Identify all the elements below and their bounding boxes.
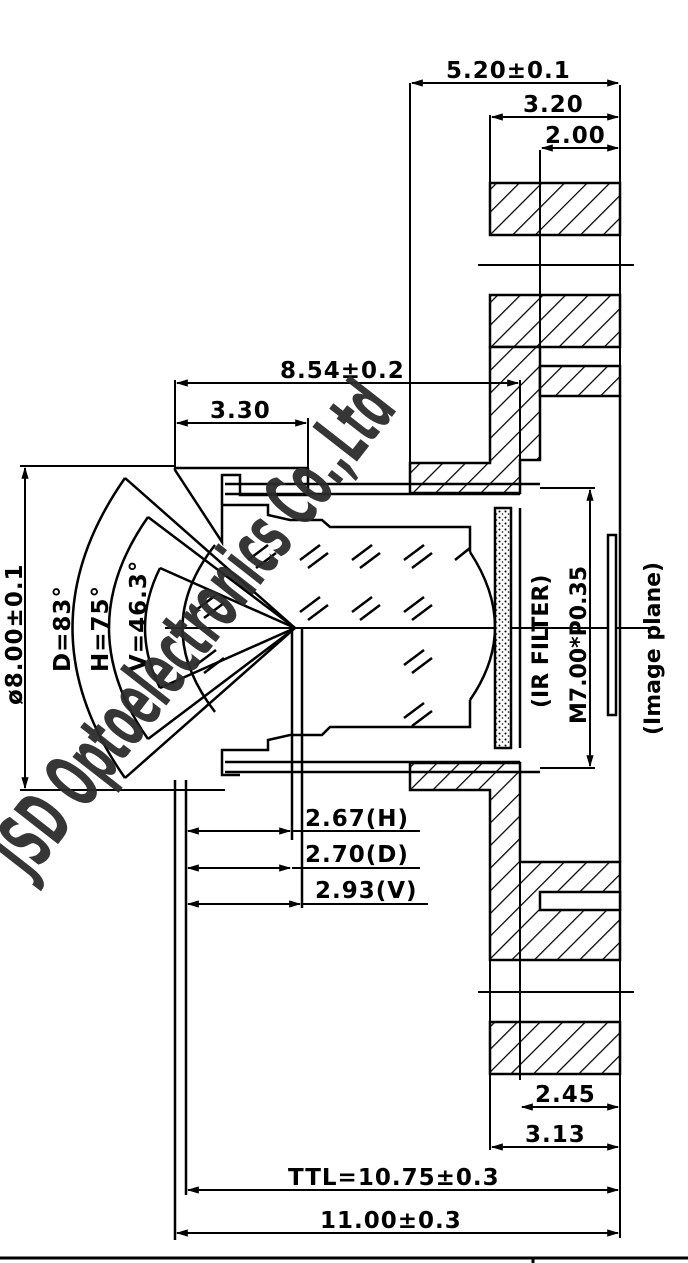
dim-ep-d: 2.70(D) bbox=[305, 842, 409, 868]
fov-vertical: V=46.3° bbox=[126, 560, 152, 672]
dimension-lines bbox=[0, 79, 688, 1263]
dim-holder-inner-1: 3.20 bbox=[523, 92, 584, 118]
image-plane bbox=[606, 533, 618, 717]
dim-ttl: TTL=10.75±0.3 bbox=[288, 1165, 500, 1191]
label-thread: M7.00*P0.35 bbox=[567, 566, 592, 724]
fov-horizontal: H=75° bbox=[88, 585, 114, 672]
dim-outer-diameter: ø8.00±0.1 bbox=[2, 563, 28, 705]
dim-ep-h: 2.67(H) bbox=[305, 806, 409, 832]
fov-lines bbox=[71, 477, 296, 779]
label-image-plane: (Image plane) bbox=[641, 562, 666, 735]
fov-diagonal: D=83° bbox=[50, 585, 76, 672]
label-ir-filter: (IR FILTER) bbox=[529, 575, 554, 708]
dim-ep-v: 2.93(V) bbox=[315, 878, 418, 904]
dim-total-length: 11.00±0.3 bbox=[320, 1208, 462, 1234]
dim-holder-inner-2: 2.00 bbox=[545, 123, 606, 149]
lens-barrel bbox=[165, 468, 655, 1240]
dim-front-length: 3.30 bbox=[210, 398, 271, 424]
dim-bottom-2: 3.13 bbox=[525, 1122, 586, 1148]
ir-filter bbox=[493, 506, 522, 750]
dim-holder-width: 5.20±0.1 bbox=[446, 58, 571, 84]
dim-barrel-length: 8.54±0.2 bbox=[280, 358, 405, 384]
dim-bottom-1: 2.45 bbox=[535, 1082, 596, 1108]
lens-holder bbox=[408, 85, 634, 1150]
